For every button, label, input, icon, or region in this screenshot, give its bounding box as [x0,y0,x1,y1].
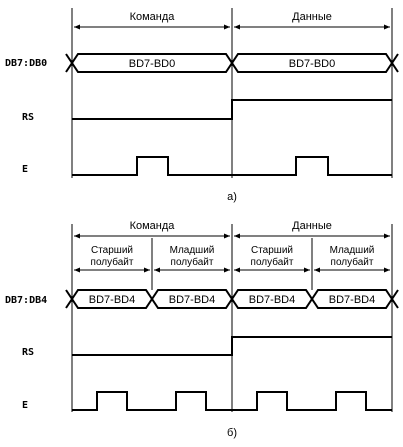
phase-arrow-command-b [74,233,230,239]
e-waveform-a [72,156,392,176]
half-label-1-line1: Младший [170,245,215,256]
caption-b: б) [227,427,237,439]
diagram-a: Команда Данные DB7:DB0 RS E BD7-BD0 BD7-… [5,8,399,203]
half-label-2-line2: полубайт [251,256,294,268]
phase-arrow-command-a [74,24,230,30]
phase-command-b: Команда [130,220,176,232]
half-label-0-line2: полубайт [91,256,134,268]
bus-value-b-3: BD7-BD4 [329,294,375,306]
bus-value-b-1: BD7-BD4 [169,294,215,306]
e-label-a: E [22,164,28,175]
half-arrows-b [74,267,390,273]
rs-waveform-b [72,336,392,356]
bus-value-a-0: BD7-BD0 [129,58,175,70]
phase-data-a: Данные [292,11,332,23]
bus-value-b-0: BD7-BD4 [89,294,135,306]
phase-arrow-data-b [234,233,390,239]
bus-label-b: DB7:DB4 [5,295,47,306]
half-label-3-line2: полубайт [331,256,374,268]
rs-label-a: RS [22,112,34,123]
half-label-2-line1: Старший [251,245,293,256]
bus-waveform-a [65,53,399,73]
rs-label-b: RS [22,347,34,358]
rs-waveform-a [72,99,392,120]
bus-waveform-b [65,289,399,309]
half-label-1-line2: полубайт [171,256,214,268]
caption-a: а) [227,191,237,203]
diagram-b: Команда Данные Старший полубайт Младший … [5,220,399,439]
phase-arrow-data-a [234,24,390,30]
e-label-b: E [22,400,28,411]
phase-data-b: Данные [292,220,332,232]
half-label-3-line1: Младший [330,245,375,256]
e-waveform-b [72,391,392,411]
phase-command-a: Команда [130,11,176,23]
bus-value-b-2: BD7-BD4 [249,294,295,306]
bus-value-a-1: BD7-BD0 [289,58,335,70]
bus-label-a: DB7:DB0 [5,58,47,69]
half-label-0-line1: Старший [91,245,133,256]
